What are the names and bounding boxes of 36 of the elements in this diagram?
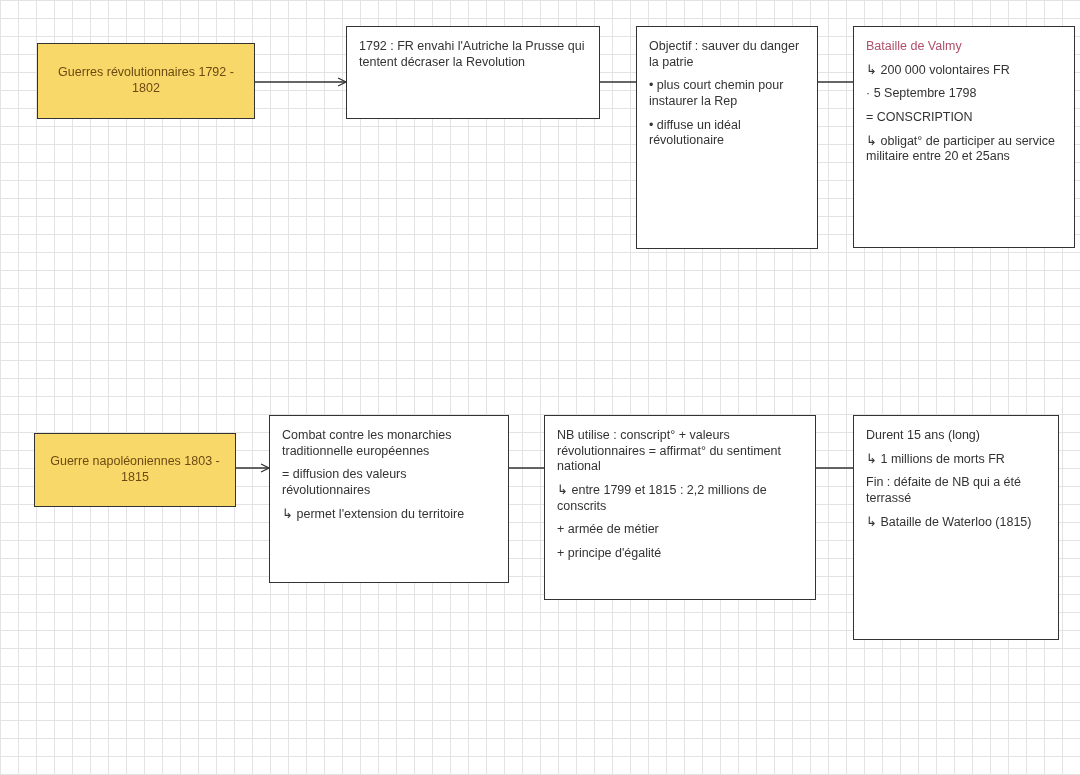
note-text: ↳ Bataille de Waterloo (1815) [866,514,1033,531]
connector-line [599,81,637,83]
note-box [544,415,816,600]
note-text: • diffuse un idéal révolutionaire [649,117,742,149]
note-text: = diffusion des valeurs révolutionnaires [282,467,408,499]
note-text: Bataille de Valmy [866,39,963,55]
note-text: Fin : défaite de NB qui a été terrassé [866,475,1022,507]
note-text: ↳ obligat° de participer au service militaire entre 20 et 25ans [866,133,1056,165]
note-text: ↳ permet l'extension du territoire [282,506,466,523]
note-text: Durent 15 ans (long) [866,428,981,444]
note-text: ↳ entre 1799 et 1815 : 2,2 millions de conscrits [557,482,768,515]
arrow [235,463,270,473]
connector-line [508,467,545,469]
note-text: NB utilise : conscript° + valeurs révolutionnaires = affirmat° du sentiment national [557,428,782,475]
note-text: Guerres révolutionnaires 1792 - 1802 [57,65,235,97]
connector-line [815,467,854,469]
note-text: = CONSCRIPTION [866,109,974,126]
note-text: ↳ 200 000 volontaires FR [866,62,1011,79]
title-box [34,433,236,507]
note-text: Combat contre les monarchies traditionnelle européennes [282,428,453,460]
note-text: · 5 Septembre 1798 [866,86,978,102]
connector-line [817,81,854,83]
note-text: 1792 : FR envahi l'Autriche la Prusse qui tentent décraser la Revolution [359,39,586,71]
note-box [269,415,509,583]
arrow [254,77,347,87]
note-text: ↳ 1 millions de morts FR [866,451,1006,468]
note-text: + armée de métier [557,522,660,538]
note-box [346,26,600,119]
note-text: + principe d'égalité [557,545,663,562]
note-text: Guerre napoléoniennes 1803 - 1815 [49,454,221,486]
note-box [636,26,818,249]
note-box [853,26,1075,248]
note-box [853,415,1059,640]
title-box [37,43,255,119]
note-text: • plus court chemin pour instaurer la Rep [649,78,785,110]
note-text: Objectif : sauver du danger la patrie [649,39,801,71]
